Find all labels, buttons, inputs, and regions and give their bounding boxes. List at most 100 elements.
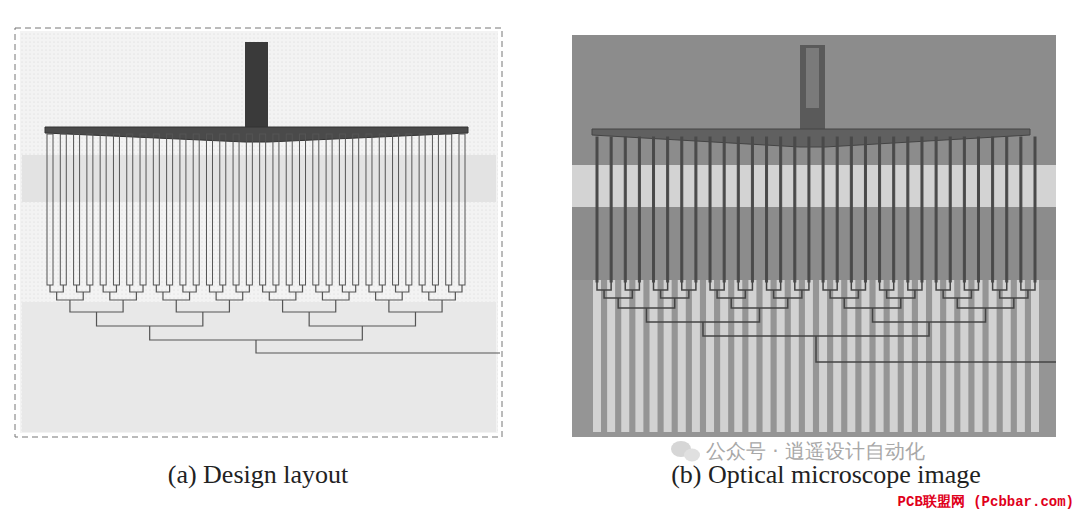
finger-line: [74, 134, 80, 285]
finger-line: [406, 134, 412, 285]
finger-line: [610, 137, 612, 282]
finger-line: [233, 134, 239, 285]
tree-line: [717, 290, 745, 298]
tree-line: [1021, 282, 1035, 290]
tree-line: [156, 285, 169, 292]
tree-line: [396, 285, 409, 292]
layout-lower-region: [22, 302, 496, 432]
finger-line: [695, 137, 697, 282]
feed-bar: [45, 127, 468, 142]
finger-line: [260, 134, 266, 285]
finger-line: [935, 137, 937, 282]
electrode-strip: [974, 280, 982, 432]
electrode-strip: [635, 280, 643, 432]
electrode-strip: [805, 280, 813, 432]
finger-line: [313, 134, 319, 285]
tree-line: [738, 282, 752, 290]
finger-line: [907, 137, 909, 282]
tree-line: [389, 300, 442, 312]
finger-line: [127, 134, 133, 285]
finger-line: [667, 137, 669, 282]
tree-line: [57, 292, 84, 300]
tree-line: [283, 300, 336, 312]
electrode-strip: [664, 280, 672, 432]
tree-line: [873, 308, 986, 322]
finger-line: [300, 134, 306, 285]
microscope-image: [572, 35, 1056, 437]
electrode-strip: [1003, 280, 1011, 432]
tree-line: [830, 290, 858, 298]
tree-line: [103, 285, 116, 292]
finger-line: [879, 137, 881, 282]
electrode-strip: [621, 280, 629, 432]
tree-line: [823, 282, 837, 290]
tree-line: [97, 312, 203, 326]
tree-line: [163, 292, 190, 300]
tree-line: [130, 285, 143, 292]
tree-line: [908, 282, 922, 290]
finger-line: [836, 137, 838, 282]
electrode-strip: [918, 280, 926, 432]
finger-line: [709, 137, 711, 282]
finger-line: [596, 137, 598, 282]
finger-line: [193, 134, 199, 285]
finger-line: [419, 134, 425, 285]
tree-line: [731, 298, 788, 308]
finger-line: [893, 137, 895, 282]
tree-line: [316, 285, 329, 292]
finger-line: [977, 137, 979, 282]
finger-line: [1034, 137, 1036, 282]
layout-ground: [20, 31, 498, 433]
tree-line: [263, 285, 276, 292]
tree-line: [183, 285, 196, 292]
finger-line: [624, 137, 626, 282]
tree-line: [682, 282, 696, 290]
finger-line: [393, 134, 399, 285]
tree-line: [110, 292, 137, 300]
tree-line: [369, 285, 382, 292]
finger-line: [167, 134, 173, 285]
output-line: [816, 336, 1056, 362]
tree-line: [597, 282, 611, 290]
finger-line: [220, 134, 226, 285]
finger-line: [723, 137, 725, 282]
feed-trunk: [800, 45, 825, 143]
tree-line: [209, 285, 222, 292]
tree-line: [176, 300, 229, 312]
tree-line: [880, 282, 894, 290]
tree-line: [851, 282, 865, 290]
finger-array: [572, 137, 1056, 432]
panel-caption: (b) Optical microscope image: [671, 460, 981, 490]
tree-line: [774, 290, 802, 298]
electrode-strip: [819, 280, 827, 432]
finger-line: [47, 134, 53, 285]
tree-line: [710, 282, 724, 290]
finger-line: [751, 137, 753, 282]
tree-line: [625, 282, 639, 290]
finger-line: [794, 137, 796, 282]
finger-line: [459, 134, 465, 285]
tree-line: [844, 298, 901, 308]
tree-line: [289, 285, 302, 292]
image-lower-region: [572, 280, 1056, 437]
finger-line: [653, 137, 655, 282]
finger-line: [206, 134, 212, 285]
tree-line: [429, 292, 456, 300]
electrode-strip: [904, 280, 912, 432]
electrode-strip: [1017, 280, 1025, 432]
finger-line: [963, 137, 965, 282]
finger-line: [992, 137, 994, 282]
tree-line: [236, 285, 249, 292]
tree-line: [936, 282, 950, 290]
finger-line: [822, 137, 824, 282]
tree-line: [449, 285, 462, 292]
tree-line: [309, 312, 415, 326]
tree-line: [957, 298, 1014, 308]
electrode-strip: [833, 280, 841, 432]
tree-line: [604, 290, 632, 298]
finger-line: [273, 134, 279, 285]
finger-line: [113, 134, 119, 285]
electrode-strip: [593, 280, 601, 432]
finger-line: [87, 134, 93, 285]
